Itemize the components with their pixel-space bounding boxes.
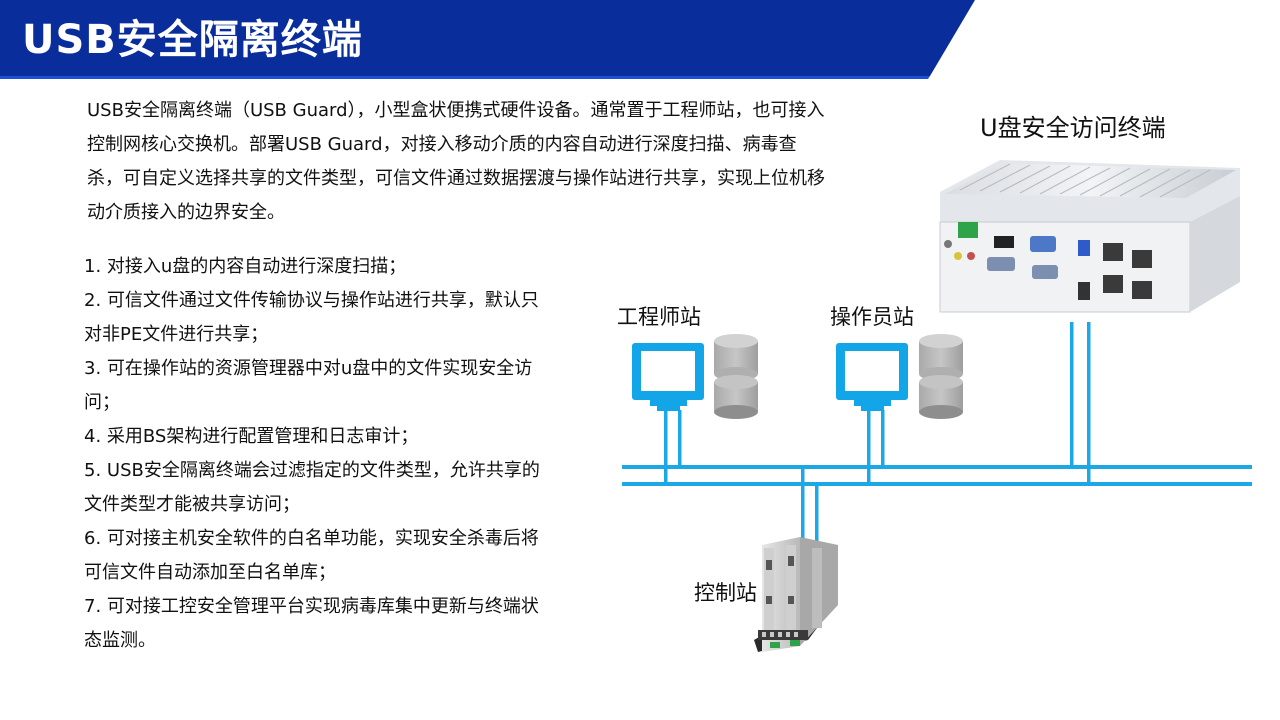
usb-guard-device-image (939, 160, 1240, 313)
control-station-label: 控制站 (694, 581, 757, 605)
network-bus-line-upper (622, 465, 1252, 469)
operator-monitor-icon (836, 343, 908, 411)
feature-item: 7. 可对接工控安全管理平台实现病毒库集中更新与终端状态监测。 (84, 596, 539, 651)
engineer-link-line (678, 410, 682, 469)
feature-item: 5. USB安全隔离终端会过滤指定的文件类型，允许共享的文件类型才能被共享访问； (84, 460, 540, 515)
feature-item: 3. 可在操作站的资源管理器中对u盘中的文件实现安全访问； (84, 358, 533, 413)
intro-text: USB安全隔离终端（USB Guard），小型盒状便携式硬件设备。通常置于工程师… (87, 100, 825, 223)
control-link-line (801, 467, 805, 545)
feature-item: 1. 对接入u盘的内容自动进行深度扫描； (84, 256, 407, 277)
feature-item: 4. 采用BS架构进行配置管理和日志审计； (84, 426, 419, 447)
feature-item: 2. 可信文件通过文件传输协议与操作站进行共享，默认只对非PE文件进行共享； (84, 290, 539, 345)
feature-list: 1. 对接入u盘的内容自动进行深度扫描； 2. 可信文件通过文件传输协议与操作站… (84, 250, 544, 658)
device-link-line (1087, 322, 1091, 486)
device-link-line (1070, 322, 1074, 469)
title-banner: USB安全隔离终端 (0, 0, 1280, 80)
title-banner-shape (0, 0, 975, 79)
network-bus-line-lower (622, 482, 1252, 486)
engineer-monitor-icon (632, 343, 704, 411)
engineer-link-line (664, 410, 668, 484)
page-title: USB安全隔离终端 (22, 17, 363, 63)
network-bus (622, 465, 1252, 486)
network-drops (664, 322, 1091, 545)
operator-link-line (867, 410, 871, 484)
intro-paragraph: USB安全隔离终端（USB Guard），小型盒状便携式硬件设备。通常置于工程师… (87, 94, 827, 230)
device-label: U盘安全访问终端 (980, 114, 1166, 142)
control-station-image (754, 537, 838, 652)
engineer-station-label: 工程师站 (617, 305, 701, 329)
operator-link-line (881, 410, 885, 469)
operator-station-label: 操作员站 (830, 305, 914, 329)
engineer-database-icon (714, 334, 758, 419)
operator-database-icon (919, 334, 963, 419)
control-link-line (815, 484, 819, 545)
feature-item: 6. 可对接主机安全软件的白名单功能，实现安全杀毒后将可信文件自动添加至白名单库… (84, 528, 539, 583)
